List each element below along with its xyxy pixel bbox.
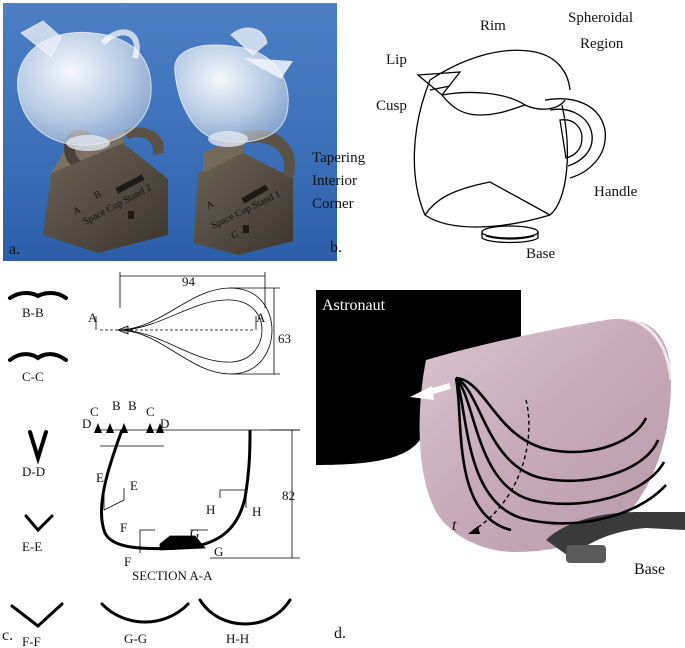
label-section-hh: H-H: [226, 631, 249, 646]
cut-f-lower: F: [124, 554, 131, 569]
label-spheroidal: Spheroidal: [568, 10, 633, 26]
label-base: Base: [526, 246, 556, 262]
section-aa-title: SECTION A-A: [132, 568, 213, 583]
cut-a-right: A: [256, 310, 266, 325]
panel-b-label: b.: [330, 239, 342, 256]
label-section-ee: E-E: [22, 539, 42, 554]
cut-c-left: C: [90, 404, 99, 419]
label-section-ff: F-F: [22, 634, 41, 648]
stand-photo: A B Space Cup Stand 2 A Space Cup Stand …: [3, 3, 337, 261]
label-corner: Corner: [312, 196, 354, 212]
cup-outline: [413, 49, 606, 244]
cut-d-left: D: [82, 416, 91, 431]
label-base-d: Base: [634, 561, 665, 578]
section-aa: [95, 429, 300, 559]
section-profiles: [8, 290, 292, 628]
cut-h-left: H: [206, 502, 215, 517]
panel-a-label: a.: [9, 241, 20, 258]
cut-c-right: C: [146, 404, 155, 419]
stand-right-letter-c: C: [229, 229, 240, 242]
cut-f-upper: F: [120, 520, 127, 535]
label-section-gg: G-G: [124, 631, 147, 646]
label-rim: Rim: [480, 18, 506, 34]
right-stand: A Space Cup Stand 1 C: [193, 129, 295, 255]
stand-left-letter-b: B: [92, 189, 103, 202]
flow-lines: [454, 376, 667, 532]
cut-d-right: D: [160, 416, 169, 431]
cut-g-lower: G: [214, 544, 223, 559]
cut-e-left: E: [96, 470, 104, 485]
cup-body: [419, 318, 671, 552]
cut-h-right: H: [252, 504, 261, 519]
dim-63: 63: [278, 331, 291, 346]
panel-c: B-B C-C D-D E-E F-F 94 63 A A: [0, 268, 310, 648]
panel-b: Rim Spheroidal Region Lip Cusp Tapering …: [310, 0, 685, 268]
label-tapering: Tapering: [312, 150, 366, 166]
section-drawing: B-B C-C D-D E-E F-F 94 63 A A: [2, 272, 300, 648]
label-section-dd: D-D: [22, 464, 45, 479]
panel-d: Astronaut Base t d.: [316, 290, 685, 648]
label-cusp: Cusp: [376, 98, 407, 114]
flow-photo: Astronaut Base t d.: [316, 290, 685, 648]
cup-drawing: Rim Spheroidal Region Lip Cusp Tapering …: [312, 10, 638, 262]
right-cup: [174, 27, 293, 147]
label-section-bb: B-B: [22, 305, 44, 320]
label-section-cc: C-C: [22, 369, 44, 384]
panel-d-label: d.: [334, 625, 346, 642]
cut-e-right: E: [130, 478, 138, 493]
cut-arrows: [94, 423, 164, 433]
cut-b-right: B: [128, 398, 137, 413]
label-interior: Interior: [312, 173, 357, 189]
dim-94: 94: [182, 274, 196, 289]
astronaut-glove: [316, 290, 521, 465]
panel-a: A B Space Cup Stand 2 A Space Cup Stand …: [3, 3, 337, 261]
left-cup: [17, 20, 152, 151]
label-tangent: t: [452, 517, 457, 534]
cut-b-left: B: [112, 398, 121, 413]
cut-g-upper: G: [190, 526, 199, 541]
label-handle: Handle: [594, 184, 638, 200]
dim-82: 82: [282, 488, 295, 503]
label-astronaut: Astronaut: [322, 297, 386, 314]
outflow-arrow: [410, 383, 451, 400]
tangent-curve: [473, 399, 530, 531]
label-region: Region: [580, 36, 624, 52]
top-view: [95, 272, 280, 375]
label-lip: Lip: [386, 52, 407, 68]
cut-a-left: A: [88, 310, 98, 325]
panel-c-label: c.: [2, 627, 13, 644]
